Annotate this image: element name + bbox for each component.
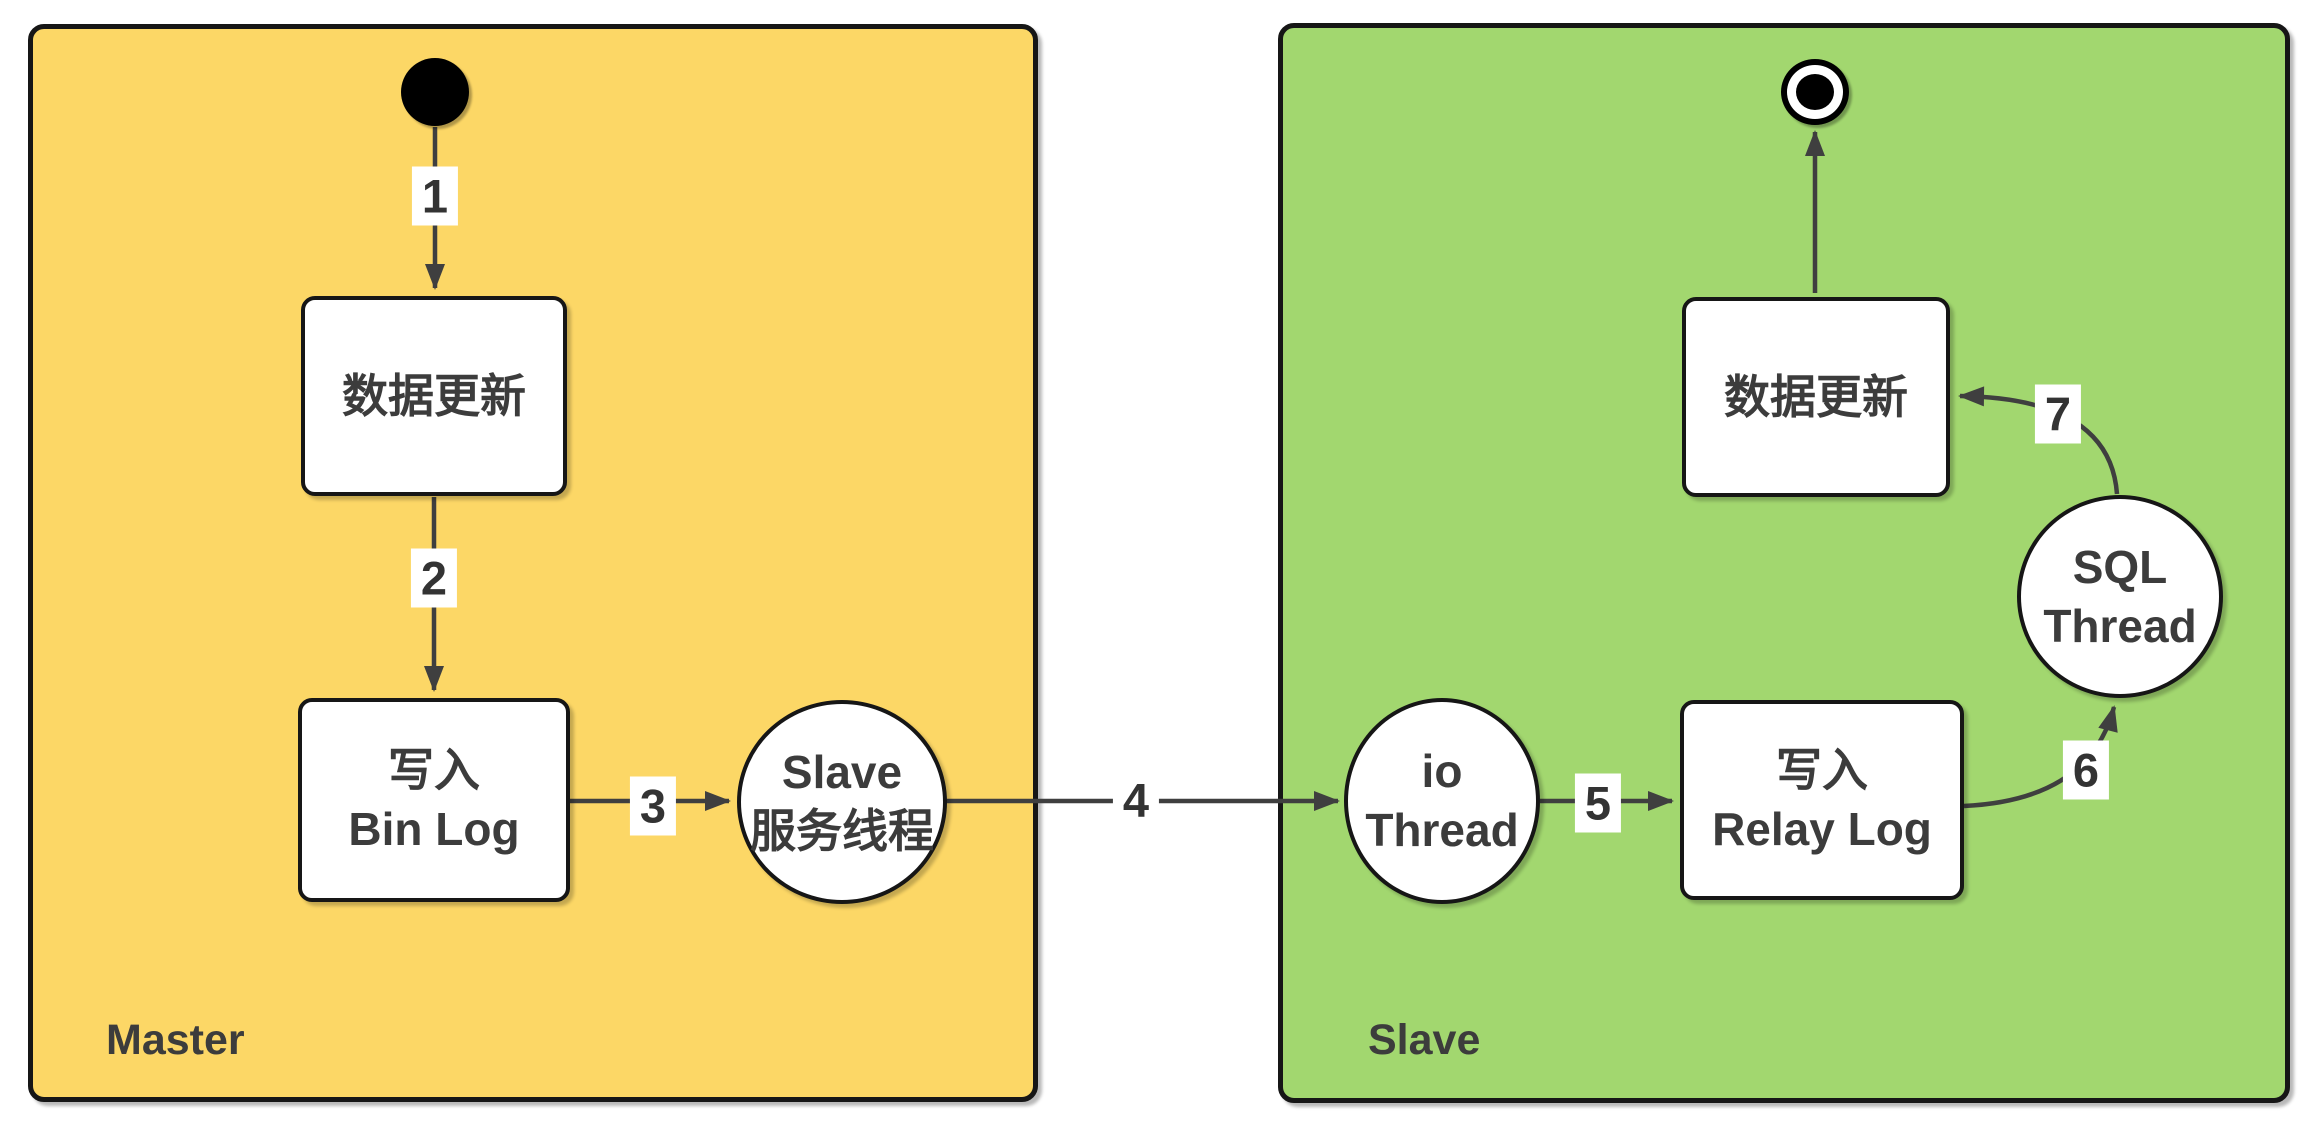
edge-label-1: 1 xyxy=(411,166,459,226)
node-label-line: Thread xyxy=(1365,804,1519,856)
node-label-line: Relay Log xyxy=(1712,803,1932,855)
node-label-line: Bin Log xyxy=(348,803,520,855)
node-master-data-update: 数据更新 xyxy=(301,296,567,496)
node-label-line: 写入 xyxy=(1776,744,1868,797)
node-label-line: Thread xyxy=(2043,599,2197,652)
edge-label-6: 6 xyxy=(2062,740,2110,800)
node-master-write-binlog: 写入 Bin Log xyxy=(298,698,570,902)
node-slave-sql-thread: SQL Thread xyxy=(2017,495,2223,698)
master-group-label: Master xyxy=(106,1016,245,1064)
edge-label-7: 7 xyxy=(2034,384,2082,444)
node-slave-io-thread: io Thread xyxy=(1344,698,1540,904)
node-slave-data-update: 数据更新 xyxy=(1682,297,1950,497)
node-label-line: io xyxy=(1421,745,1463,798)
master-group-box xyxy=(28,24,1038,1102)
end-node-core xyxy=(1796,74,1834,110)
edge-label-4: 4 xyxy=(1112,770,1160,830)
node-label-line: 服务线程 xyxy=(750,805,934,857)
node-slave-write-relay-log: 写入 Relay Log xyxy=(1680,700,1964,900)
start-node xyxy=(401,58,469,126)
node-label-line: 数据更新 xyxy=(1724,370,1908,423)
edge-label-5: 5 xyxy=(1574,773,1622,833)
node-label-line: 写入 xyxy=(388,744,480,797)
edge-label-2: 2 xyxy=(410,548,458,608)
edge-label-3: 3 xyxy=(629,776,677,836)
end-node xyxy=(1781,59,1849,125)
node-label-line: Slave xyxy=(781,746,903,799)
node-label-line: 数据更新 xyxy=(342,369,526,422)
slave-group-label: Slave xyxy=(1368,1016,1481,1064)
node-label-line: SQL xyxy=(2072,540,2168,593)
node-master-slave-service-thread: Slave 服务线程 xyxy=(737,700,947,904)
